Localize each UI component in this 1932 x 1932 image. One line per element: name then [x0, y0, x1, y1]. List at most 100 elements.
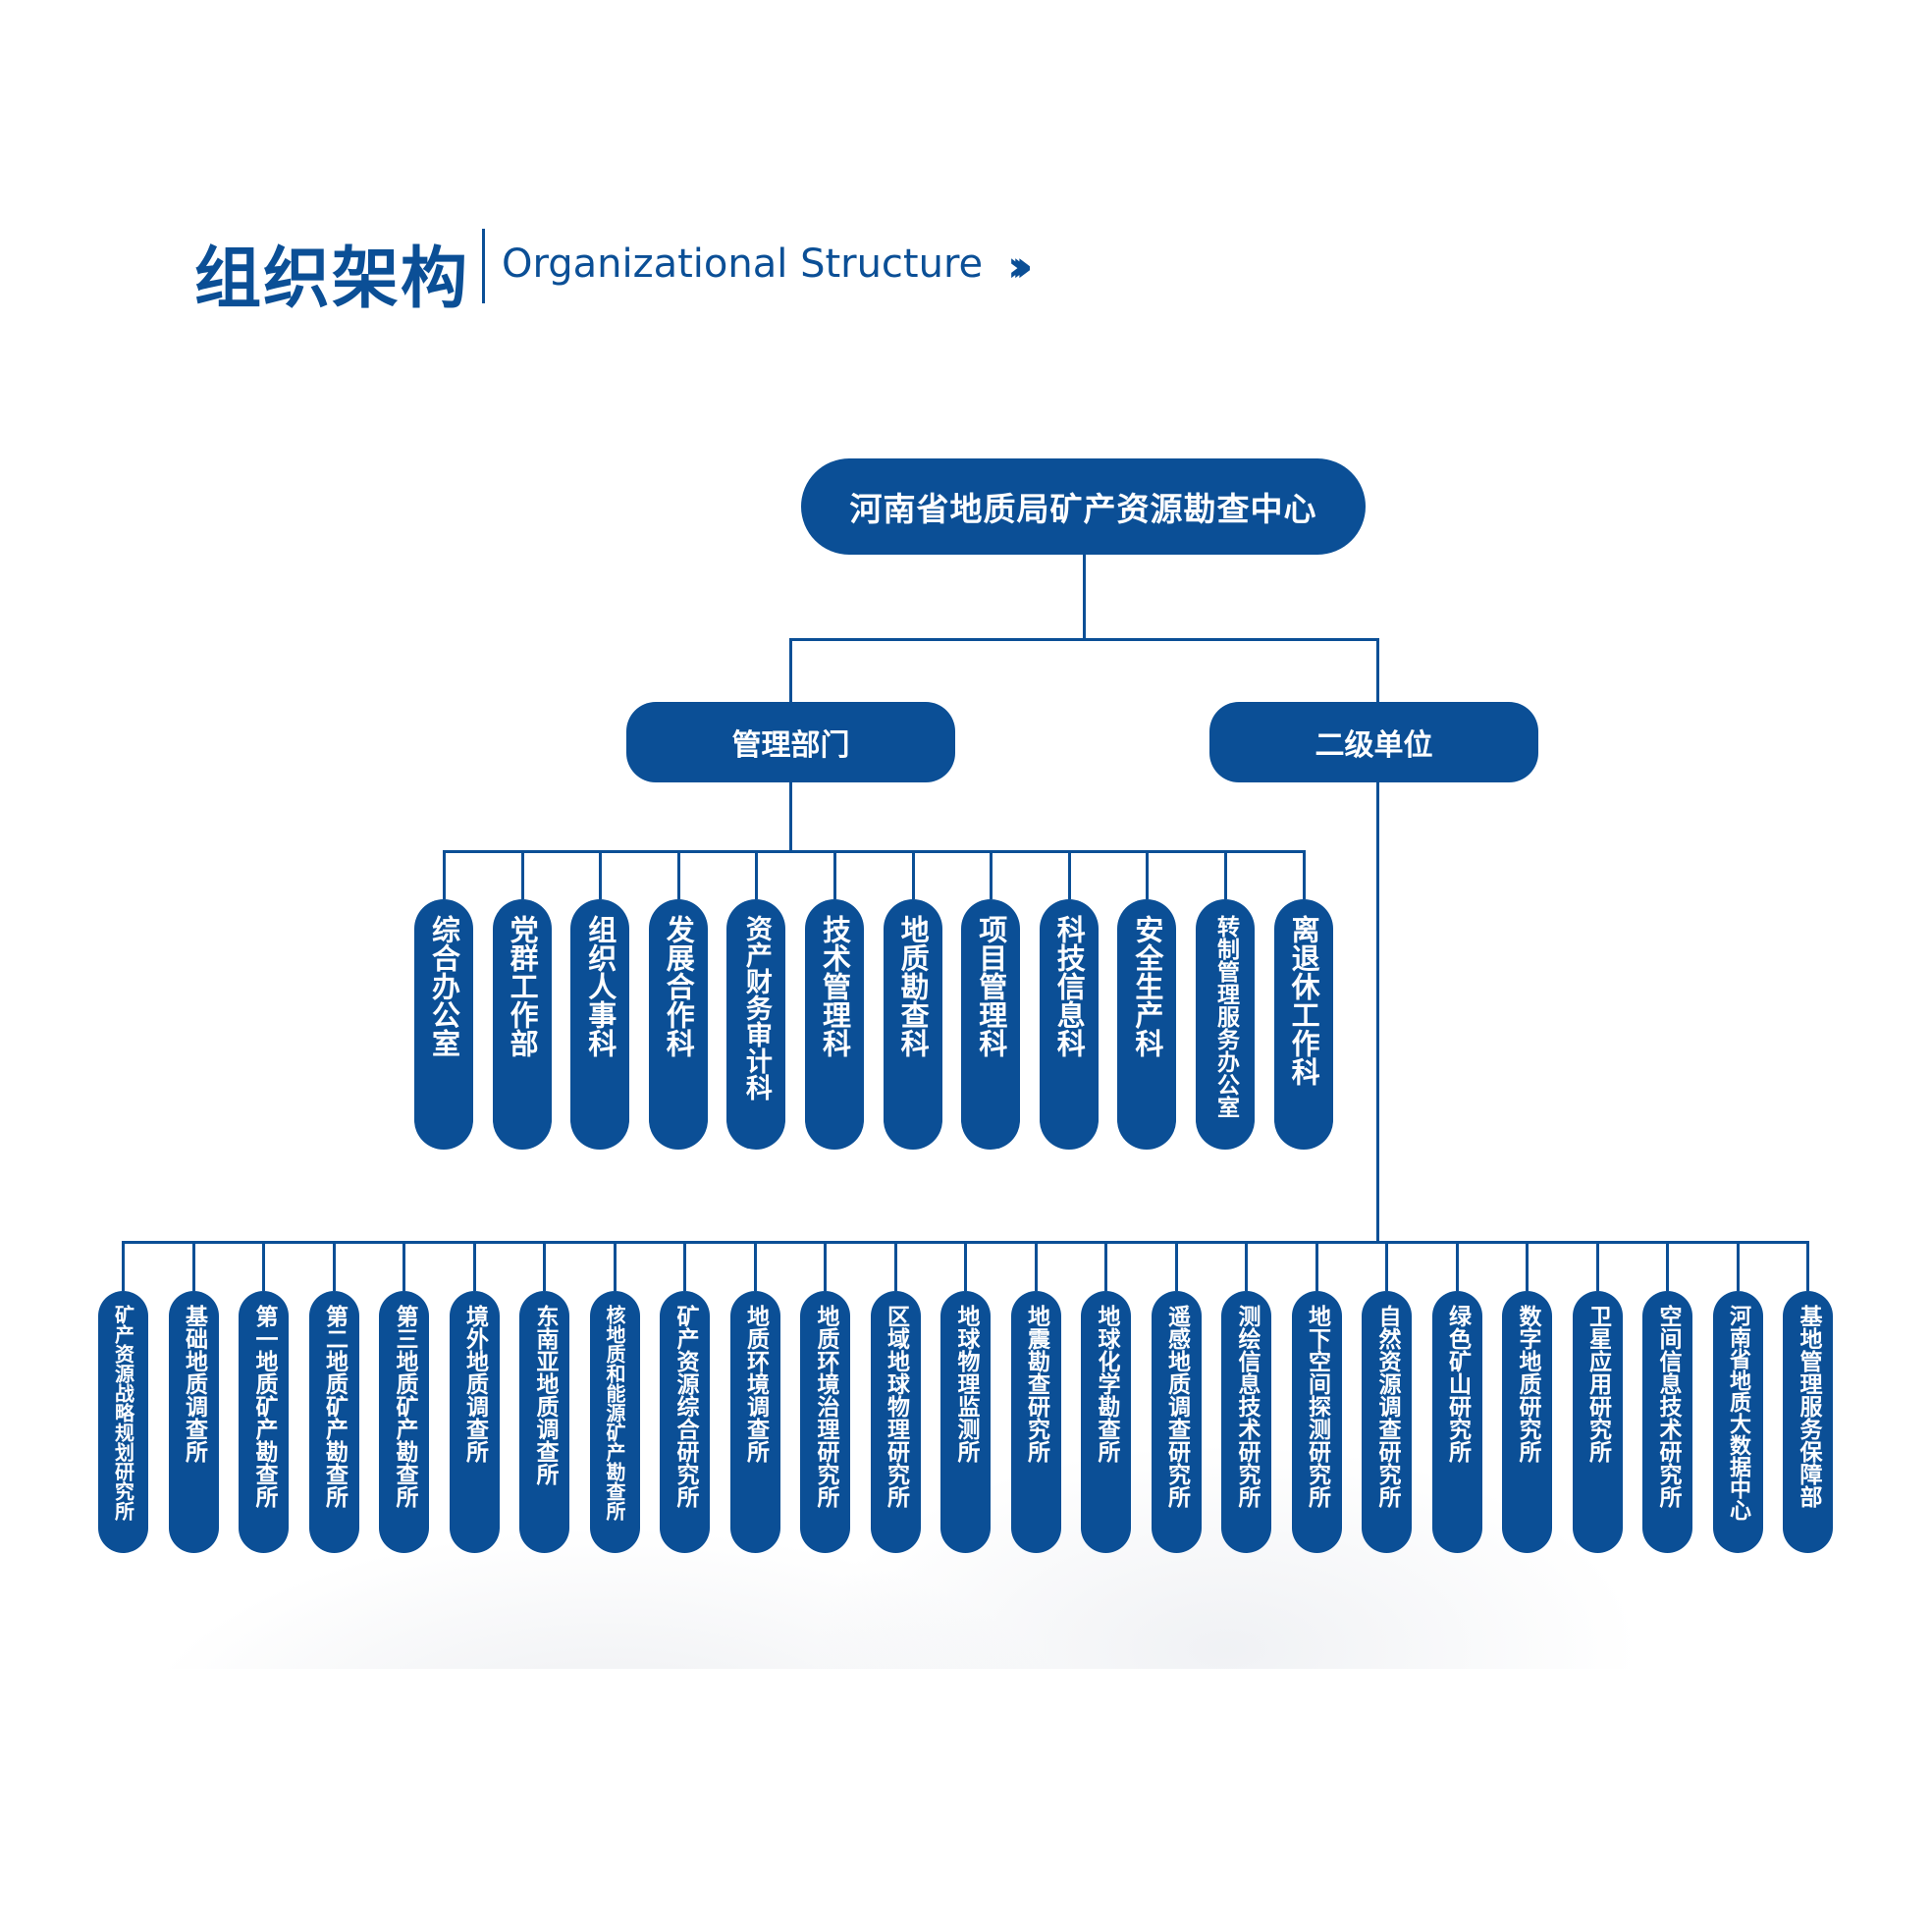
secondary-unit-node: 地质环境调查所	[729, 1291, 780, 1553]
unit-label: 地球物理监测所	[953, 1305, 979, 1463]
connector	[191, 1241, 195, 1291]
unit-label: 地下空间探测研究所	[1304, 1305, 1330, 1508]
connector	[613, 1241, 617, 1291]
unit-label: 境外地质调查所	[461, 1305, 488, 1463]
department-label: 转制管理服务办公室	[1212, 915, 1239, 1118]
title-divider	[482, 229, 485, 303]
connector	[789, 638, 1379, 641]
secondary-unit-node: 空间信息技术研究所	[1642, 1291, 1692, 1553]
unit-label: 核地质和能源矿产勘查所	[603, 1305, 626, 1521]
secondary-unit-node: 地球物理监测所	[940, 1291, 991, 1553]
connector	[122, 1241, 125, 1291]
connector	[1385, 1241, 1388, 1291]
connector	[1034, 1241, 1038, 1291]
connector	[1736, 1241, 1740, 1291]
connector	[1455, 1241, 1459, 1291]
connector	[1315, 1241, 1318, 1291]
unit-label: 测绘信息技术研究所	[1234, 1305, 1260, 1508]
secondary-unit-node: 数字地质研究所	[1502, 1291, 1552, 1553]
secondary-unit-node: 遥感地质调查研究所	[1151, 1291, 1202, 1553]
department-node: 科技信息科	[1039, 899, 1099, 1150]
unit-label: 遥感地质调查研究所	[1163, 1305, 1190, 1508]
connector	[683, 1241, 686, 1291]
secondary-unit-node: 河南省地质大数据中心	[1712, 1291, 1763, 1553]
department-node: 组织人事科	[570, 899, 630, 1150]
connector	[1806, 1241, 1809, 1291]
department-node: 地质勘查科	[883, 899, 942, 1150]
page-title: 组织架构	[194, 241, 470, 318]
connector	[1526, 1241, 1529, 1291]
department-label: 发展合作科	[662, 915, 696, 1057]
secondary-unit-node: 基地管理服务保障部	[1783, 1291, 1833, 1553]
department-label: 安全生产科	[1130, 915, 1164, 1057]
page-subtitle: Organizational Structure	[502, 242, 984, 287]
connector	[753, 1241, 757, 1291]
secondary-unit-node: 第三地质矿产勘查所	[379, 1291, 429, 1553]
department-label: 组织人事科	[583, 915, 617, 1057]
unit-label: 河南省地质大数据中心	[1726, 1305, 1750, 1521]
secondary-unit-node: 境外地质调查所	[449, 1291, 500, 1553]
secondary-unit-node: 东南亚地质调查所	[519, 1291, 569, 1553]
unit-label: 基地管理服务保障部	[1796, 1305, 1821, 1508]
connector	[520, 850, 524, 899]
connector	[833, 850, 836, 899]
secondary-unit-node: 区域地球物理研究所	[870, 1291, 921, 1553]
connector	[443, 850, 1306, 853]
secondary-unit-node: 地下空间探测研究所	[1291, 1291, 1342, 1553]
branch-secondary-units: 二级单位	[1209, 702, 1538, 782]
department-label: 综合办公室	[427, 915, 461, 1057]
department-node: 综合办公室	[414, 899, 473, 1150]
connector	[262, 1241, 265, 1291]
unit-label: 矿产资源综合研究所	[672, 1305, 698, 1508]
department-label: 党群工作部	[506, 915, 540, 1057]
connector	[964, 1241, 967, 1291]
connector	[443, 850, 446, 899]
connector	[1146, 850, 1150, 899]
connector	[1595, 1241, 1599, 1291]
unit-label: 矿产资源战略规划研究所	[111, 1305, 135, 1521]
connector	[676, 850, 680, 899]
unit-label: 区域地球物理研究所	[883, 1305, 909, 1508]
connector	[332, 1241, 336, 1291]
secondary-unit-node: 矿产资源综合研究所	[660, 1291, 710, 1553]
connector	[543, 1241, 546, 1291]
department-node: 技术管理科	[805, 899, 864, 1150]
department-label: 资产财务审计科	[740, 915, 772, 1100]
department-node: 转制管理服务办公室	[1196, 899, 1255, 1150]
unit-label: 第三地质矿产勘查所	[392, 1305, 417, 1508]
root-node: 河南省地质局矿产资源勘查中心	[801, 458, 1366, 555]
connector	[402, 1241, 405, 1291]
department-node: 离退休工作科	[1273, 899, 1333, 1150]
connector	[599, 850, 603, 899]
department-label: 项目管理科	[974, 915, 1008, 1057]
connector	[1067, 850, 1071, 899]
department-node: 项目管理科	[961, 899, 1021, 1150]
unit-label: 地质环境调查所	[742, 1305, 769, 1463]
department-label: 离退休工作科	[1287, 915, 1321, 1086]
unit-label: 基础地质调查所	[181, 1305, 207, 1463]
branch-management: 管理部门	[626, 702, 955, 782]
department-node: 党群工作部	[492, 899, 552, 1150]
double-chevron-right-icon: ›››	[1007, 242, 1034, 292]
unit-label: 自然资源调查研究所	[1374, 1305, 1400, 1508]
secondary-unit-node: 自然资源调查研究所	[1362, 1291, 1412, 1553]
secondary-unit-node: 地质环境治理研究所	[800, 1291, 850, 1553]
unit-label: 空间信息技术研究所	[1655, 1305, 1681, 1508]
connector	[990, 850, 993, 899]
unit-label: 地质环境治理研究所	[813, 1305, 838, 1508]
secondary-unit-node: 第一地质矿产勘查所	[239, 1291, 289, 1553]
connector	[1174, 1241, 1178, 1291]
connector	[1083, 555, 1086, 640]
connector	[1224, 850, 1227, 899]
secondary-unit-node: 绿色矿山研究所	[1431, 1291, 1482, 1553]
secondary-unit-node: 卫星应用研究所	[1572, 1291, 1623, 1553]
unit-label: 数字地质研究所	[1515, 1305, 1540, 1463]
secondary-unit-node: 地震勘查研究所	[1010, 1291, 1061, 1553]
connector	[1376, 638, 1379, 703]
secondary-unit-node: 地球化学勘查所	[1081, 1291, 1131, 1553]
department-node: 资产财务审计科	[726, 899, 786, 1150]
secondary-unit-node: 矿产资源战略规划研究所	[98, 1291, 148, 1553]
unit-label: 第一地质矿产勘查所	[251, 1305, 277, 1508]
unit-label: 卫星应用研究所	[1584, 1305, 1611, 1463]
department-label: 地质勘查科	[896, 915, 931, 1057]
